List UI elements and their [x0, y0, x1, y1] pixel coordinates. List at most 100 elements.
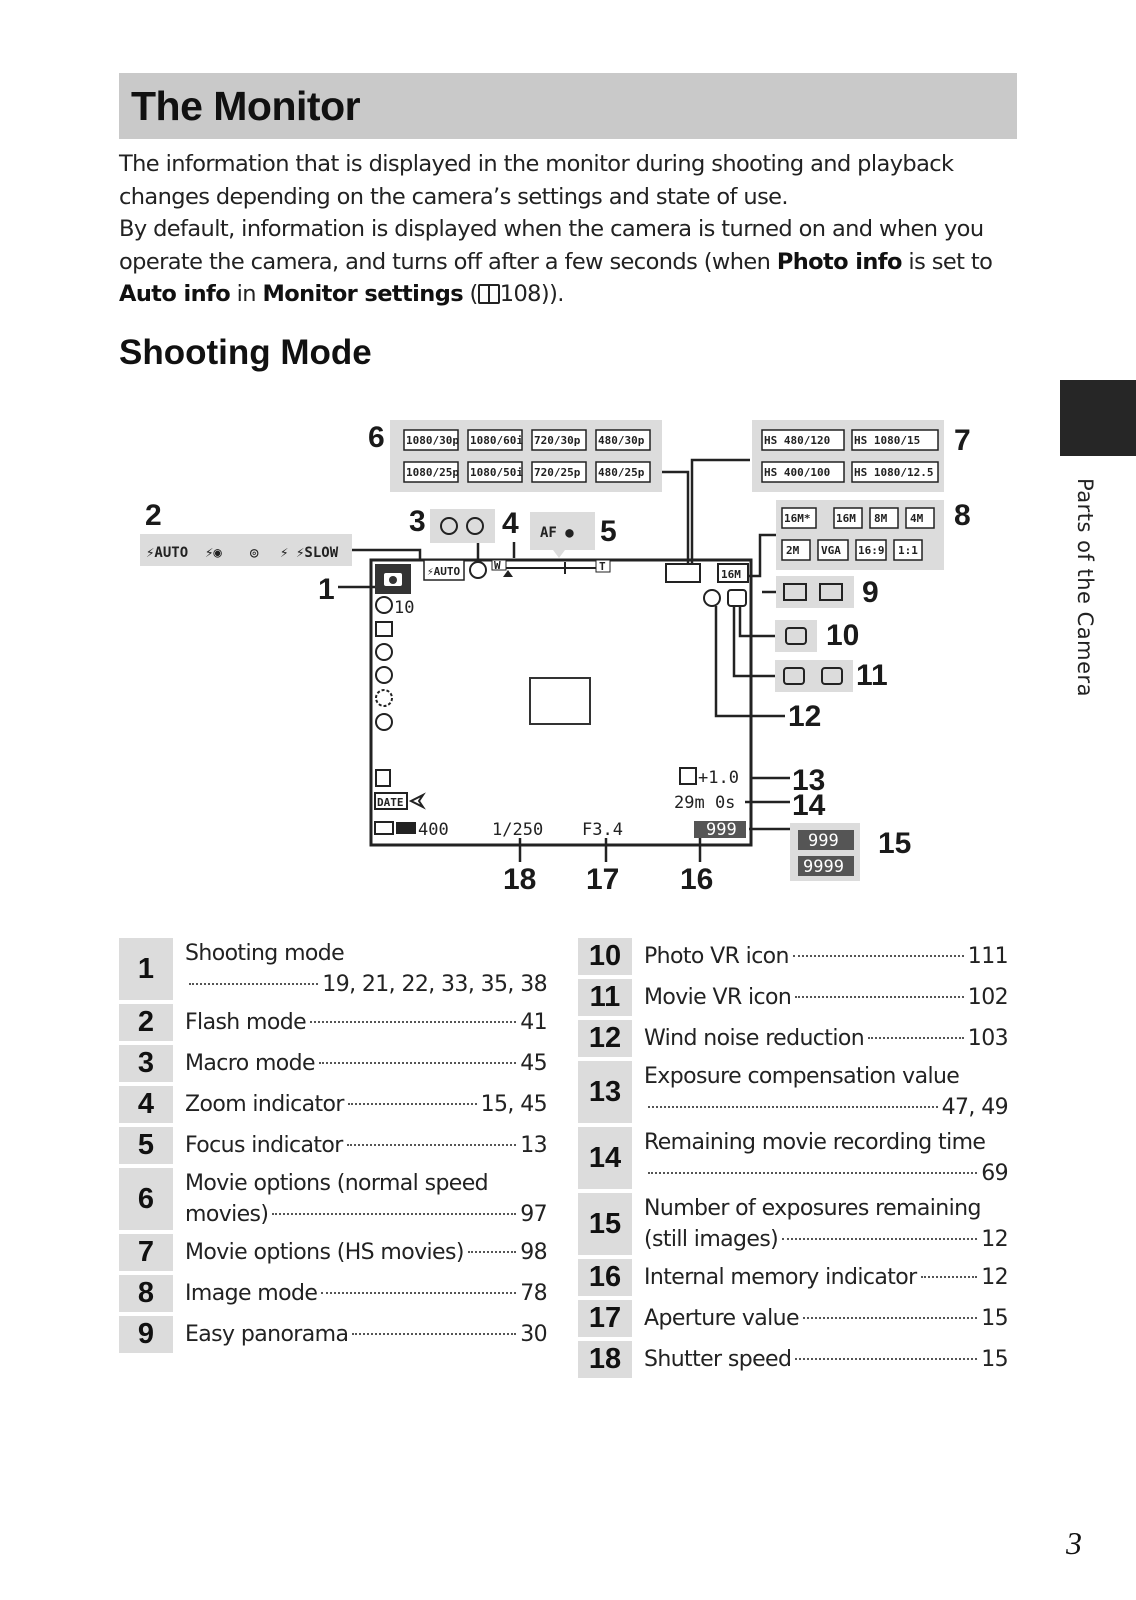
- index-number: 8: [119, 1275, 173, 1312]
- page-reference[interactable]: 108: [499, 281, 542, 307]
- index-number: 13: [578, 1061, 632, 1123]
- index-entry[interactable]: Focus indicator 13: [173, 1127, 548, 1164]
- index-row: 8 Image mode 78: [119, 1275, 548, 1312]
- hs-option-2: HS 1080/15: [854, 434, 920, 447]
- movie-option-4: 480/30p: [598, 434, 645, 447]
- flash-mode-off: ◎: [250, 545, 259, 561]
- callout-14: 14: [792, 789, 826, 822]
- index-number: 2: [119, 1004, 173, 1041]
- index-label: Focus indicator: [185, 1133, 343, 1158]
- date-stamp-label: DATE: [377, 796, 404, 809]
- index-entry[interactable]: Movie options (HS movies)98: [173, 1234, 548, 1271]
- index-entry[interactable]: Movie VR icon 102: [632, 979, 1009, 1016]
- index-entry[interactable]: Photo VR icon 111: [632, 938, 1009, 975]
- index-label: Photo VR icon: [644, 944, 789, 969]
- page-title: The Monitor: [131, 83, 361, 129]
- index-pages[interactable]: 97: [520, 1202, 547, 1227]
- internal-memory-indicator: [694, 821, 746, 838]
- page-number: 3: [1066, 1525, 1082, 1561]
- hs-options-list: HS 480/120 HS 1080/15 HS 400/100 HS 1080…: [761, 429, 939, 483]
- index-pages[interactable]: 78: [520, 1281, 547, 1306]
- movie-option-8: 480/25p: [598, 466, 645, 479]
- self-timer-icon: 10: [375, 596, 414, 618]
- intro-text: The information that is displayed in the…: [119, 148, 1019, 311]
- exposures-remaining-value: 999: [706, 820, 737, 840]
- movie-option-6: 1080/50i: [470, 466, 523, 479]
- index-pages[interactable]: 45: [520, 1051, 547, 1076]
- monitor-diagram: W T 10 DATE 400 1/250 F3.4 999 16M +1.0 …: [140, 420, 971, 896]
- flash-modes-box: [140, 534, 352, 566]
- index-pages[interactable]: 30: [520, 1322, 547, 1347]
- index-pages[interactable]: 98: [520, 1240, 547, 1265]
- index-pages[interactable]: 47, 49: [941, 1095, 1009, 1120]
- index-number: 17: [578, 1300, 632, 1337]
- wind-noise-icon: [703, 589, 721, 607]
- movie-option-icon: [665, 563, 701, 583]
- index-entry[interactable]: Number of exposures remaining(still imag…: [632, 1193, 1009, 1255]
- index-pages[interactable]: 15: [981, 1306, 1008, 1331]
- movie-option-3: 720/30p: [534, 434, 581, 447]
- exposure-comp-value: +1.0: [698, 768, 739, 788]
- index-pages[interactable]: 12: [981, 1265, 1008, 1290]
- index-label: Image mode: [185, 1281, 318, 1306]
- movie-option-2: 1080/60i: [470, 434, 523, 447]
- callout-18: 18: [503, 863, 536, 896]
- index-pages[interactable]: 41: [520, 1010, 547, 1035]
- callout-6: 6: [368, 421, 385, 454]
- blink-icon: [375, 713, 393, 731]
- aperture-value: F3.4: [582, 820, 623, 840]
- index-pages[interactable]: 69: [981, 1161, 1008, 1186]
- callout-13: 13: [792, 764, 825, 797]
- flash-mode-fill: ⚡: [280, 545, 288, 561]
- index-entry[interactable]: Image mode 78: [173, 1275, 548, 1312]
- index-pages[interactable]: 103: [967, 1026, 1009, 1051]
- index-pages[interactable]: 102: [967, 985, 1009, 1010]
- index-number: 6: [119, 1168, 173, 1230]
- zoom-w-label: W: [494, 559, 501, 572]
- index-label: Shooting mode: [185, 941, 345, 966]
- index-pages[interactable]: 15, 45: [480, 1092, 548, 1117]
- travel-destination-icon: [408, 792, 426, 810]
- index-pages[interactable]: 13: [520, 1133, 547, 1158]
- battery-level-icon: [375, 769, 391, 787]
- index-pages[interactable]: 19, 21, 22, 33, 35, 38: [322, 972, 547, 997]
- callout-15: 15: [878, 827, 911, 860]
- chapter-tab: [1060, 380, 1136, 456]
- hs-option-3: HS 400/100: [764, 466, 830, 479]
- index-number: 18: [578, 1341, 632, 1378]
- index-pages[interactable]: 111: [967, 944, 1009, 969]
- flash-modes-list: ⚡AUTO ⚡◉ ◎ ⚡ ⚡SLOW: [146, 545, 339, 561]
- movie-option-7: 720/25p: [534, 466, 581, 479]
- movie-option-5: 1080/25p: [406, 466, 459, 479]
- flash-mode-slow: ⚡SLOW: [296, 545, 339, 561]
- photo-vr-box: [775, 620, 817, 652]
- self-timer-value: 10: [394, 598, 414, 618]
- index-number: 15: [578, 1193, 632, 1255]
- index-pages[interactable]: 12: [981, 1227, 1008, 1252]
- index-entry[interactable]: Shooting mode 19, 21, 22, 33, 35, 38: [173, 938, 548, 1000]
- index-pages[interactable]: 15: [981, 1347, 1008, 1372]
- leader-lines: [338, 458, 790, 862]
- callout-8: 8: [954, 499, 971, 532]
- movie-option-1: 1080/30p: [406, 434, 459, 447]
- index-label: Movie options (normal speed: [185, 1171, 489, 1196]
- index-label: Movie VR icon: [644, 985, 792, 1010]
- date-stamp-icon: [374, 792, 408, 810]
